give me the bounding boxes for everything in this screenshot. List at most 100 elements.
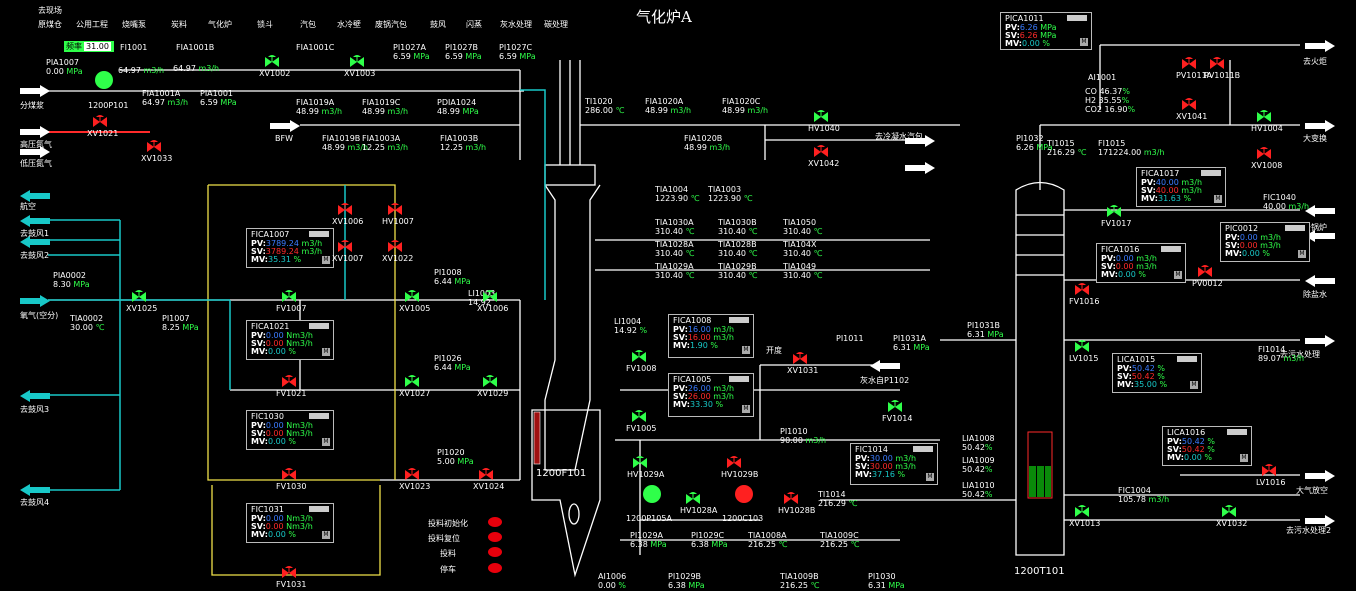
- valve-fv1017[interactable]: [1107, 205, 1121, 217]
- nav-scene[interactable]: 去现场: [38, 6, 62, 15]
- mode-indicator[interactable]: M: [742, 346, 750, 354]
- mode-indicator[interactable]: M: [1214, 195, 1222, 203]
- valve-xv1029[interactable]: [483, 375, 497, 387]
- cmd-stop-button[interactable]: [488, 563, 502, 573]
- valve-xv1005[interactable]: [405, 290, 419, 302]
- valve-xv1002[interactable]: [265, 55, 279, 67]
- valve-xv1042[interactable]: [814, 145, 828, 157]
- valve-xv1024[interactable]: [479, 468, 493, 480]
- valve-hv1004[interactable]: [1257, 110, 1271, 122]
- controller-sv: SV:50.42 %: [1117, 372, 1165, 381]
- controller-title: FICA1017: [1141, 169, 1180, 178]
- mode-indicator[interactable]: M: [322, 531, 330, 539]
- nav-ash-water[interactable]: 灰水处理: [500, 20, 532, 29]
- valve-icon: [282, 375, 296, 387]
- valve-icon: [338, 240, 352, 252]
- valve-hv1040[interactable]: [814, 110, 828, 122]
- controller-tag: [729, 317, 749, 323]
- valve-hv1029b[interactable]: [727, 456, 741, 468]
- ext-shift: 大变换: [1303, 134, 1327, 143]
- valve-lv1016[interactable]: [1262, 464, 1276, 476]
- valve-fv1005[interactable]: [632, 410, 646, 422]
- mode-indicator[interactable]: M: [322, 256, 330, 264]
- valve-xv1023[interactable]: [405, 468, 419, 480]
- valve-xv1008[interactable]: [1257, 147, 1271, 159]
- nav-utility[interactable]: 公用工程: [76, 20, 108, 29]
- mode-indicator[interactable]: M: [926, 473, 934, 481]
- nav-blower[interactable]: 鼓风: [430, 20, 446, 29]
- valve-hv1029a[interactable]: [633, 456, 647, 468]
- valve-hv1007[interactable]: [388, 203, 402, 215]
- valve-xv1013[interactable]: [1075, 505, 1089, 517]
- valve-xv1032[interactable]: [1222, 505, 1236, 517]
- valve-xv1041[interactable]: [1182, 98, 1196, 110]
- valve-pv1011a[interactable]: [1182, 57, 1196, 69]
- nav-flash[interactable]: 闪蒸: [466, 20, 482, 29]
- mode-indicator[interactable]: M: [1298, 250, 1306, 258]
- controller-mv: MV:0.00 %: [1167, 453, 1212, 462]
- nav-carbon-treat[interactable]: 碳处理: [544, 20, 568, 29]
- nav-water-wall[interactable]: 水冷壁: [337, 20, 361, 29]
- cmd-init-button[interactable]: [488, 517, 502, 527]
- nav-steam-drum[interactable]: 汽包: [300, 20, 316, 29]
- nav-carbon[interactable]: 炭料: [171, 20, 187, 29]
- nav-gasifier[interactable]: 气化炉: [208, 20, 232, 29]
- valve-fv1008[interactable]: [632, 350, 646, 362]
- valve-xv1031[interactable]: [793, 352, 807, 364]
- cmd-reset-button[interactable]: [488, 532, 502, 542]
- valve-xv1003[interactable]: [350, 55, 364, 67]
- valve-xv1033[interactable]: [147, 140, 161, 152]
- valve-fv1030[interactable]: [282, 468, 296, 480]
- mode-indicator[interactable]: M: [1240, 454, 1248, 462]
- valve-xv1022[interactable]: [388, 240, 402, 252]
- valve-fv1016[interactable]: [1075, 283, 1089, 295]
- nav-burner-pump[interactable]: 烧嘴泵: [122, 20, 146, 29]
- valve-xv1027[interactable]: [405, 375, 419, 387]
- valve-xv1006b[interactable]: [483, 290, 497, 302]
- valve-label: LV1015: [1069, 354, 1099, 363]
- valve-fv1021[interactable]: [282, 375, 296, 387]
- controller-pv: PV:0.00 m3/h: [1225, 233, 1281, 242]
- mode-indicator[interactable]: M: [1174, 271, 1182, 279]
- mode-indicator[interactable]: M: [742, 405, 750, 413]
- mode-indicator[interactable]: M: [322, 348, 330, 356]
- valve-pv0012[interactable]: [1198, 265, 1212, 277]
- valve-xv1025[interactable]: [132, 290, 146, 302]
- valve-xv1007[interactable]: [338, 240, 352, 252]
- valve-fv1007[interactable]: [282, 290, 296, 302]
- valve-fv1014[interactable]: [888, 400, 902, 412]
- valve-hv1028a[interactable]: [686, 492, 700, 504]
- valve-hv1028b[interactable]: [784, 492, 798, 504]
- valve-xv1006[interactable]: [338, 203, 352, 215]
- valve-lv1015[interactable]: [1075, 340, 1089, 352]
- valve-fv1031[interactable]: [282, 566, 296, 578]
- mode-indicator[interactable]: M: [1190, 381, 1198, 389]
- valve-xv1021[interactable]: [93, 115, 107, 127]
- mode-indicator[interactable]: M: [1080, 38, 1088, 46]
- valve-pv1011b[interactable]: [1210, 57, 1224, 69]
- nav-lock-hopper[interactable]: 锁斗: [257, 20, 273, 29]
- nav-waste-drum[interactable]: 废锅汽包: [375, 20, 407, 29]
- nav-coal-silo[interactable]: 原煤仓: [38, 20, 62, 29]
- valve-label: XV1013: [1069, 519, 1101, 528]
- mode-indicator[interactable]: M: [322, 438, 330, 446]
- cmd-feed-button[interactable]: [488, 547, 502, 557]
